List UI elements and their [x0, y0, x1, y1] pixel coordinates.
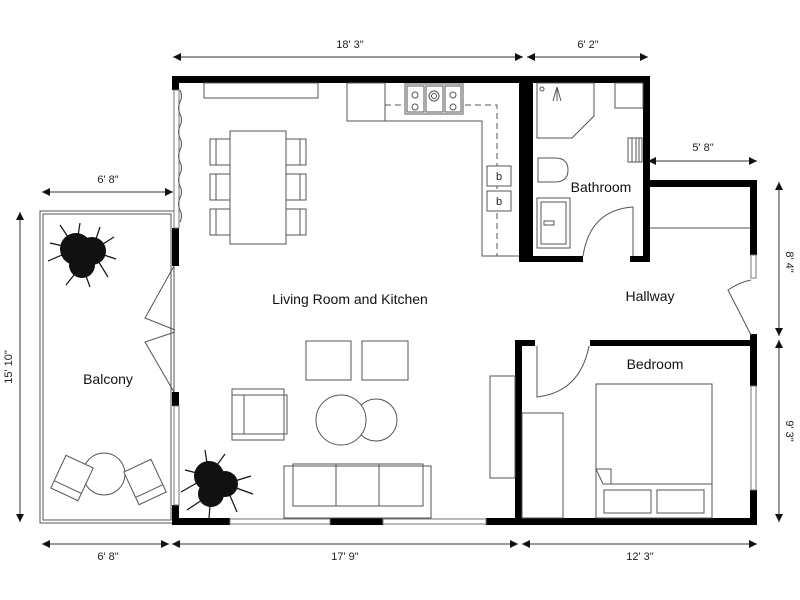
- dimension-right-upper: 8' 4": [775, 182, 795, 336]
- dimension-label: 6' 2": [577, 39, 598, 51]
- living-furniture: [180, 340, 516, 519]
- dimension-label: 15' 10": [3, 350, 15, 384]
- balcony-folding-door[interactable]: [144, 265, 176, 393]
- walls: [172, 76, 757, 525]
- dimension-label: 5' 8": [692, 142, 713, 154]
- windows: [173, 89, 757, 525]
- bedroom: Bedroom: [521, 345, 713, 519]
- dimension-left-height: 15' 10": [3, 212, 24, 522]
- entrance-door[interactable]: [727, 279, 752, 336]
- dimension-top-bathroom: 6' 2": [527, 39, 648, 61]
- armchair: [231, 388, 288, 441]
- plant-icon: [180, 449, 254, 519]
- dining-chairs: [209, 138, 307, 236]
- dimension-label: 12' 3": [626, 551, 654, 563]
- balcony-table-set: [50, 452, 167, 506]
- room-label-balcony: Balcony: [83, 371, 133, 387]
- dimension-label: 6' 8": [97, 174, 118, 186]
- sink-mark: b: [496, 171, 502, 183]
- room-label-bathroom: Bathroom: [571, 179, 632, 195]
- dimension-top-living: 18' 3": [173, 39, 523, 61]
- hallway: Hallway: [625, 227, 752, 336]
- dimension-right-lower: 9' 3": [775, 340, 795, 522]
- sink-icon: b b: [486, 165, 512, 212]
- dimension-bottom-balcony: 6' 8": [42, 540, 169, 563]
- dimension-balcony-top: 6' 8": [42, 174, 173, 196]
- dimension-bottom-living: 17' 9": [172, 540, 518, 563]
- sofa: [283, 463, 432, 519]
- sink-mark: b: [496, 196, 502, 208]
- room-label-bedroom: Bedroom: [627, 356, 684, 372]
- dimension-label: 18' 3": [336, 39, 364, 51]
- dimension-label: 6' 8": [97, 551, 118, 563]
- dimension-label: 17' 9": [331, 551, 359, 563]
- bed: [595, 383, 713, 519]
- room-label-living-kitchen: Living Room and Kitchen: [272, 291, 428, 307]
- dimension-label: 8' 4": [783, 251, 795, 272]
- bathroom-door[interactable]: [582, 206, 634, 257]
- dimension-hall-top: 5' 8": [648, 142, 757, 165]
- bedroom-door[interactable]: [536, 345, 590, 398]
- plant-icon: [47, 222, 117, 288]
- room-label-hallway: Hallway: [625, 288, 674, 304]
- kitchen: b b: [203, 82, 519, 257]
- dining-table: [209, 130, 307, 245]
- balcony: Balcony: [39, 210, 175, 524]
- stove-icon: [404, 83, 464, 115]
- dimension-label: 9' 3": [783, 420, 795, 441]
- dimension-bottom-bedroom: 12' 3": [522, 540, 757, 563]
- bathroom: Bathroom: [536, 82, 644, 257]
